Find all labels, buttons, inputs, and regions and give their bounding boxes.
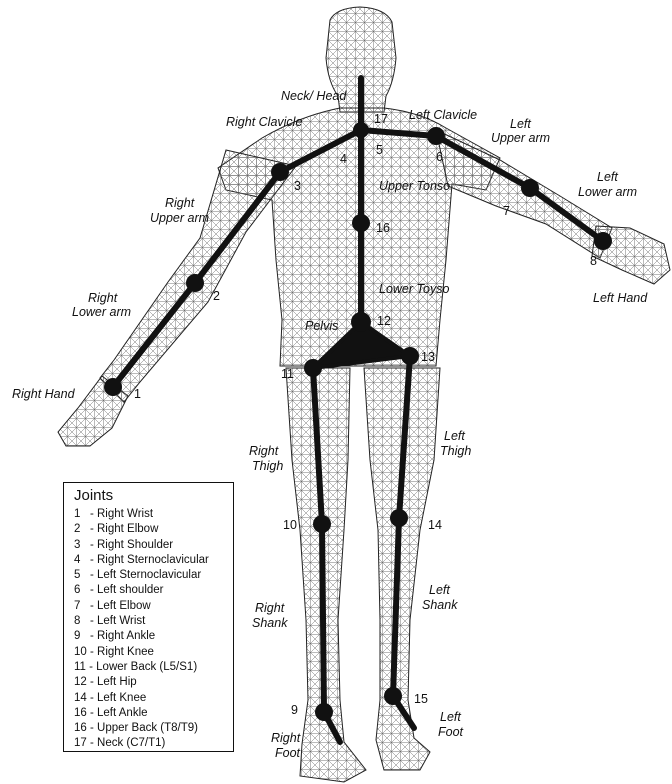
legend-item: 16 - Left Ankle: [74, 706, 233, 721]
label-left-lower-arm-line2: Lower arm: [578, 185, 637, 199]
label-left-foot-line2: Foot: [438, 725, 464, 739]
legend-item: 5 - Left Sternoclavicular: [74, 568, 233, 583]
label-left-upper-arm-line1: Left: [510, 117, 531, 131]
label-right-shank-line1: Right: [255, 601, 285, 615]
joint-number-14: 14: [428, 518, 442, 532]
joint-number-5: 5: [376, 143, 383, 157]
joint-number-7: 7: [503, 204, 510, 218]
joint-left-ankle: [384, 687, 402, 705]
label-right-clavicle: Right Clavicle: [226, 115, 302, 129]
legend-item: 1 - Right Wrist: [74, 507, 233, 522]
legend-item: 14 - Left Knee: [74, 691, 233, 706]
label-left-foot-line1: Left: [440, 710, 461, 724]
label-neck-head: Neck/ Head: [281, 89, 347, 103]
joint-number-11: 11: [281, 367, 294, 381]
joint-left-knee: [390, 509, 408, 527]
label-right-upper-arm-line1: Right: [165, 196, 195, 210]
legend-item: 2 - Right Elbow: [74, 522, 233, 537]
joint-number-16: 16: [376, 221, 390, 235]
label-left-hand: Left Hand: [593, 291, 648, 305]
joint-number-10: 10: [283, 518, 297, 532]
legend-item: 11 - Lower Back (L5/S1): [74, 660, 233, 675]
label-left-shank-line2: Shank: [422, 598, 458, 612]
joint-right-ankle: [315, 703, 333, 721]
joint-left-hip: [401, 347, 419, 365]
label-left-shank-line1: Left: [429, 583, 450, 597]
label-right-upper-arm-line2: Upper arm: [150, 211, 209, 225]
legend-item: 17 - Neck (C7/T1): [74, 736, 233, 751]
label-left-thigh-line2: Thigh: [440, 444, 471, 458]
legend-title: Joints: [74, 487, 233, 504]
joint-upper-back: [352, 214, 370, 232]
joint-number-9: 9: [291, 703, 298, 717]
joint-right-shoulder: [271, 163, 289, 181]
legend-item: 16 - Upper Back (T8/T9): [74, 721, 233, 736]
legend-item: 6 - Left shoulder: [74, 583, 233, 598]
joint-number-3: 3: [294, 179, 301, 193]
label-left-lower-arm-line1: Left: [597, 170, 618, 184]
joint-number-15: 15: [414, 692, 428, 706]
joint-number-6: 6: [436, 150, 443, 164]
label-right-thigh-line1: Right: [249, 444, 279, 458]
legend-item: 9 - Right Ankle: [74, 629, 233, 644]
label-left-clavicle: Left Clavicle: [409, 108, 477, 122]
label-lower-torso: Lower Toyso: [379, 282, 449, 296]
joint-number-12: 12: [377, 314, 391, 328]
joint-number-13: 13: [421, 350, 435, 364]
joint-pelvis: [351, 312, 371, 332]
link-right-lower-arm: [113, 283, 195, 387]
joint-left-elbow: [521, 179, 539, 197]
label-right-foot-line1: Right: [271, 731, 301, 745]
joint-lower-back: [304, 359, 322, 377]
legend-item: 10 - Right Knee: [74, 645, 233, 660]
joint-left-shoulder: [427, 127, 445, 145]
label-upper-torso: Upper Tonso: [379, 179, 450, 193]
legend-item: 3 - Right Shoulder: [74, 538, 233, 553]
label-right-shank-line2: Shank: [252, 616, 288, 630]
joint-left-wrist: [594, 232, 612, 250]
joint-number-4: 4: [340, 152, 347, 166]
label-right-lower-arm-line2: Lower arm: [72, 305, 131, 319]
label-right-hand: Right Hand: [12, 387, 76, 401]
legend-item: 12 - Left Hip: [74, 675, 233, 690]
label-pelvis: Pelvis: [305, 319, 338, 333]
label-right-foot-line2: Foot: [275, 746, 301, 760]
label-right-lower-arm-line1: Right: [88, 291, 118, 305]
label-left-thigh-line1: Left: [444, 429, 465, 443]
joint-right-wrist: [104, 378, 122, 396]
label-left-upper-arm-line2: Upper arm: [491, 131, 550, 145]
joint-neck: [353, 122, 369, 138]
link-right-shank: [322, 524, 324, 712]
joint-number-2: 2: [213, 289, 220, 303]
legend-item: 8 - Left Wrist: [74, 614, 233, 629]
legend-item: 4 - Right Sternoclavicular: [74, 553, 233, 568]
legend-item: 7 - Left Elbow: [74, 599, 233, 614]
joint-number-8: 8: [590, 254, 597, 268]
joint-number-1: 1: [134, 387, 141, 401]
joint-right-knee: [313, 515, 331, 533]
joint-right-elbow: [186, 274, 204, 292]
joint-number-17: 17: [374, 112, 388, 126]
label-right-thigh-line2: Thigh: [252, 459, 283, 473]
